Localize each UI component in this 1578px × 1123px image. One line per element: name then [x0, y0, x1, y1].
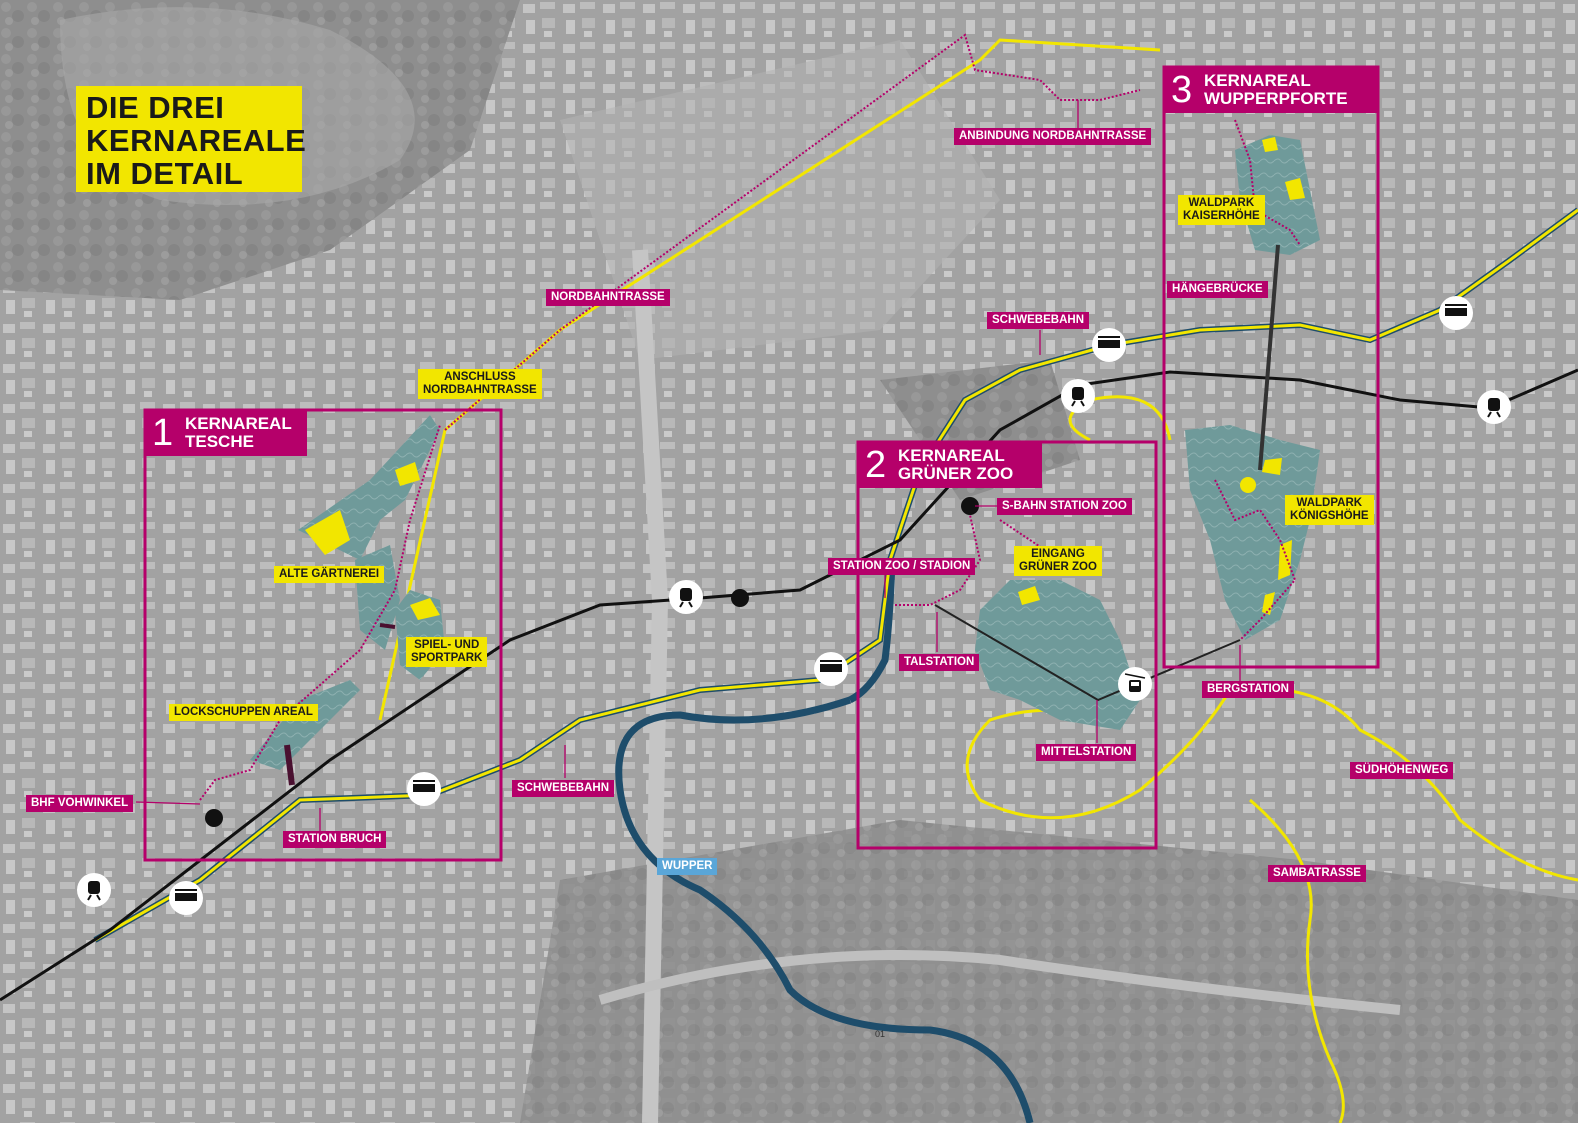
schwebebahn-icon — [1439, 296, 1473, 330]
train-icon — [669, 580, 703, 614]
station-dot — [205, 809, 223, 827]
industrial-area — [560, 40, 1000, 360]
cable-car-icon — [1118, 667, 1152, 701]
wupper-river — [615, 696, 1034, 1123]
label-waldpark-kaiserhoehe: WALDPARK KAISERHÖHE — [1178, 195, 1265, 225]
map-title: DIE DREI KERNAREALE IM DETAIL — [76, 86, 306, 192]
label-anbindung-nordbahntrasse: ANBINDUNG NORDBAHNTRASSE — [954, 128, 1152, 145]
waldpark-kaiserhoehe — [1235, 135, 1320, 255]
area-1-frame — [143, 408, 503, 862]
schwebebahn-icon — [169, 881, 203, 915]
sambatrasse-path — [1249, 798, 1345, 1123]
train-icon — [77, 873, 111, 907]
title-line-1: DIE DREI — [86, 90, 225, 125]
seilbahn-line — [934, 604, 1241, 702]
area-2-header: 2 KERNAREAL GRÜNER ZOO — [858, 442, 1042, 488]
label-sambatrasse: SAMBATRASSE — [1268, 865, 1366, 882]
label-line: SPIEL- UND — [414, 639, 480, 651]
label-line: SPORTPARK — [411, 652, 483, 664]
station-dot — [961, 497, 979, 515]
label-line: KÖNIGSHÖHE — [1290, 510, 1369, 522]
nordbahntrasse-path-dotted — [444, 33, 1141, 431]
label-bergstation: BERGSTATION — [1202, 681, 1294, 698]
label-alte-gaertnerei: ALTE GÄRTNEREI — [274, 566, 385, 583]
area-number: 2 — [865, 444, 887, 486]
wupper-river — [848, 559, 896, 704]
label-station-zoo-stadion: STATION ZOO / STADION — [828, 558, 976, 575]
label-s-bahn-station-zoo: S-BAHN STATION ZOO — [997, 498, 1132, 515]
highway — [598, 950, 1401, 1015]
label-lockschuppen-areal: LOCKSCHUPPEN AREAL — [169, 704, 318, 721]
haengebruecke-line — [1258, 244, 1280, 471]
label-haengebruecke: HÄNGEBRÜCKE — [1167, 281, 1268, 298]
label-anschluss-nordbahntrasse: ANSCHLUSS NORDBAHNTRASSE — [418, 369, 542, 399]
area-3-header: 3 KERNAREAL WUPPERPFORTE — [1164, 67, 1378, 113]
label-eingang-gruener-zoo: EINGANG GRÜNER ZOO — [1014, 546, 1102, 576]
train-icon — [1061, 379, 1095, 413]
sambatrasse-path — [965, 689, 1232, 820]
label-line: WALDPARK — [1188, 197, 1255, 209]
schwebebahn-icon — [814, 652, 848, 686]
schwebebahn-icon — [407, 772, 441, 806]
title-line-2: KERNAREALE — [86, 123, 307, 158]
schwebebahn-line — [94, 208, 1578, 942]
label-line: ANSCHLUSS — [444, 371, 516, 383]
waldpark-koenigshoehe — [1185, 425, 1320, 640]
label-station-bruch: STATION BRUCH — [283, 831, 387, 848]
title-line-3: IM DETAIL — [86, 156, 244, 191]
area-title: KERNAREAL — [898, 446, 1005, 465]
area-subtitle: GRÜNER ZOO — [898, 464, 1014, 483]
park-area-1 — [250, 680, 360, 770]
label-suedhoehenweg: SÜDHÖHENWEG — [1350, 762, 1454, 779]
label-talstation: TALSTATION — [899, 654, 980, 671]
gruener-zoo-park — [975, 580, 1140, 730]
label-bhf-vohwinkel: BHF VOHWINKEL — [26, 795, 134, 812]
label-line: KAISERHÖHE — [1183, 210, 1260, 222]
path-area-2 — [895, 514, 982, 606]
station-dot — [731, 589, 749, 607]
label-mittelstation: MITTELSTATION — [1036, 744, 1137, 761]
label-line: EINGANG — [1031, 548, 1085, 560]
label-line: NORDBAHNTRASSE — [423, 384, 537, 396]
label-line: WALDPARK — [1296, 497, 1363, 509]
label-spiel-und-sportpark: SPIEL- UND SPORTPARK — [406, 637, 488, 667]
area-subtitle: WUPPERPFORTE — [1204, 89, 1348, 108]
label-line: GRÜNER ZOO — [1019, 561, 1097, 573]
label-schwebebahn: SCHWEBEBAHN — [987, 312, 1089, 329]
area-title: KERNAREAL — [1204, 71, 1311, 90]
nordbahntrasse-path — [378, 38, 1161, 721]
label-nordbahntrasse: NORDBAHNTRASSE — [546, 289, 670, 306]
area-1-header: 1 KERNAREAL TESCHE — [145, 410, 307, 456]
label-waldpark-koenigshoehe: WALDPARK KÖNIGSHÖHE — [1285, 495, 1374, 525]
area-subtitle: TESCHE — [185, 432, 254, 451]
area-number: 1 — [152, 412, 174, 454]
label-wupper: WUPPER — [657, 858, 718, 875]
page-number: 01 — [875, 1029, 886, 1039]
train-icon — [1477, 390, 1511, 424]
area-number: 3 — [1171, 69, 1193, 111]
path-area-1 — [199, 424, 441, 801]
schwebebahn-icon — [1092, 328, 1126, 362]
s-bahn-rail — [0, 368, 1578, 1002]
label-schwebebahn: SCHWEBEBAHN — [512, 780, 614, 797]
area-title: KERNAREAL — [185, 414, 292, 433]
path-area-3 — [1214, 479, 1297, 641]
